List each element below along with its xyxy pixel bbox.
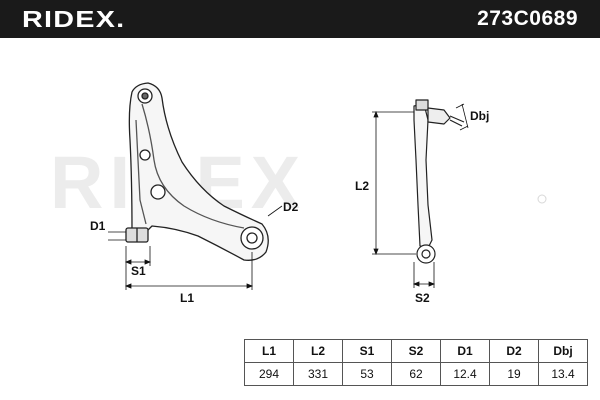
spec-header-s1: S1	[342, 339, 392, 363]
spec-value-s1: 53	[342, 362, 392, 386]
spec-header-d1: D1	[440, 339, 490, 363]
spec-value-s2: 62	[391, 362, 441, 386]
spec-value-row: 294 331 53 62 12.4 19 13.4	[244, 362, 588, 386]
spec-value-dbj: 13.4	[538, 362, 588, 386]
header-bar: RIDEX. 273C0689	[0, 0, 600, 38]
spec-value-d2: 19	[489, 362, 539, 386]
label-s2: S2	[415, 291, 430, 305]
side-view-drawing	[413, 99, 465, 264]
label-d2: D2	[283, 200, 299, 214]
spec-header-l2: L2	[293, 339, 343, 363]
spec-header-l1: L1	[244, 339, 294, 363]
technical-drawing: RIDEX D1 D2 S1 L1	[50, 82, 547, 305]
brand-logo: RIDEX.	[22, 6, 126, 32]
label-d1: D1	[90, 219, 106, 233]
spec-header-row: L1 L2 S1 S2 D1 D2 Dbj	[244, 339, 588, 363]
spec-value-d1: 12.4	[440, 362, 490, 386]
control-arm-drawing	[125, 82, 269, 261]
spec-value-l2: 331	[293, 362, 343, 386]
label-l2: L2	[355, 179, 369, 193]
spec-header-s2: S2	[391, 339, 441, 363]
left-dimension-lines	[108, 205, 283, 290]
label-dbj: Dbj	[470, 109, 489, 123]
side-dimension-lines	[372, 103, 469, 288]
label-s1: S1	[131, 264, 146, 278]
spec-header-d2: D2	[489, 339, 539, 363]
registered-mark-icon	[537, 194, 547, 204]
spec-table: L1 L2 S1 S2 D1 D2 Dbj 294 331 53 62 12.4…	[244, 339, 588, 386]
spec-header-dbj: Dbj	[538, 339, 588, 363]
part-number: 273C0689	[477, 7, 578, 30]
spec-value-l1: 294	[244, 362, 294, 386]
label-l1: L1	[180, 291, 194, 305]
